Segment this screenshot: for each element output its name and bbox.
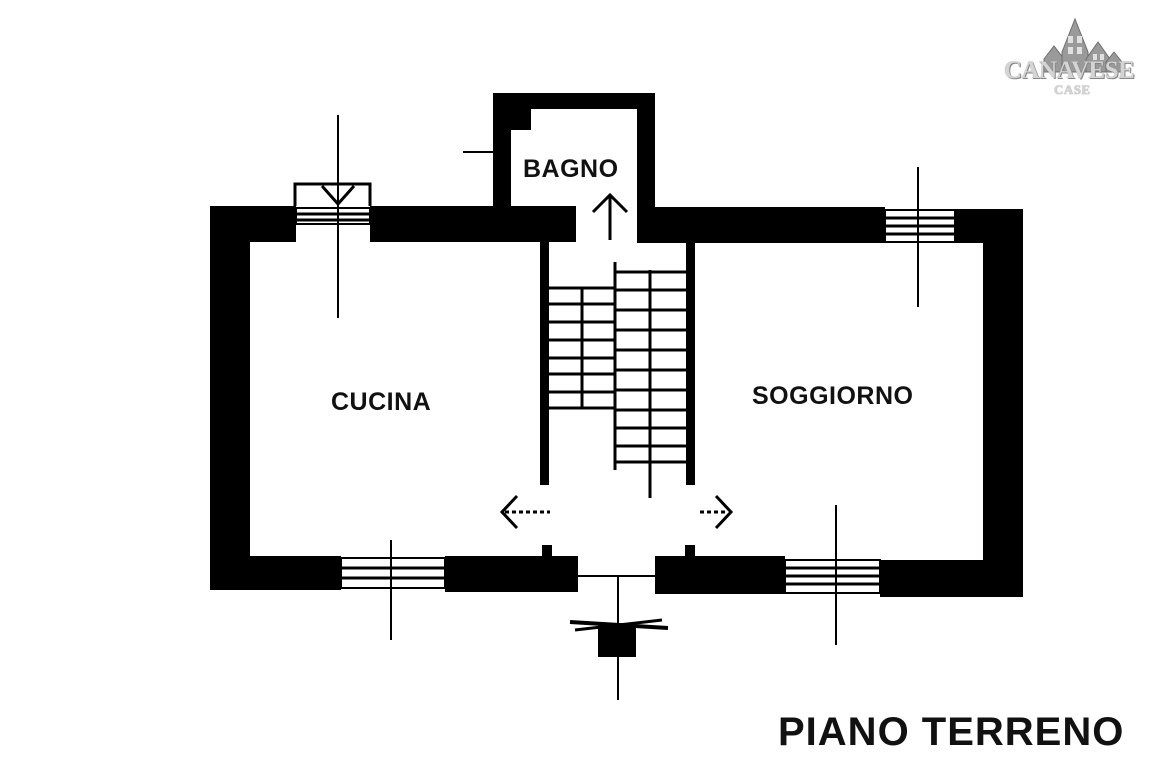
logo-subword: CASE — [1054, 82, 1091, 97]
direction-arrows — [499, 192, 734, 530]
entry-step — [569, 618, 669, 657]
logo-word: CANAVESE — [1004, 57, 1135, 84]
windows — [295, 207, 956, 594]
exterior-walls — [210, 206, 1023, 597]
bathroom-walls — [493, 93, 655, 243]
vent-symbol — [293, 182, 372, 207]
room-label-bagno: BAGNO — [523, 155, 619, 183]
stair-walls — [540, 240, 695, 557]
stair-treads — [549, 262, 686, 498]
room-label-soggiorno: SOGGIORNO — [752, 382, 914, 410]
floor-title: PIANO TERRENO — [778, 710, 1125, 754]
logo-houses-icon — [1043, 17, 1123, 73]
room-label-cucina: CUCINA — [331, 388, 432, 416]
